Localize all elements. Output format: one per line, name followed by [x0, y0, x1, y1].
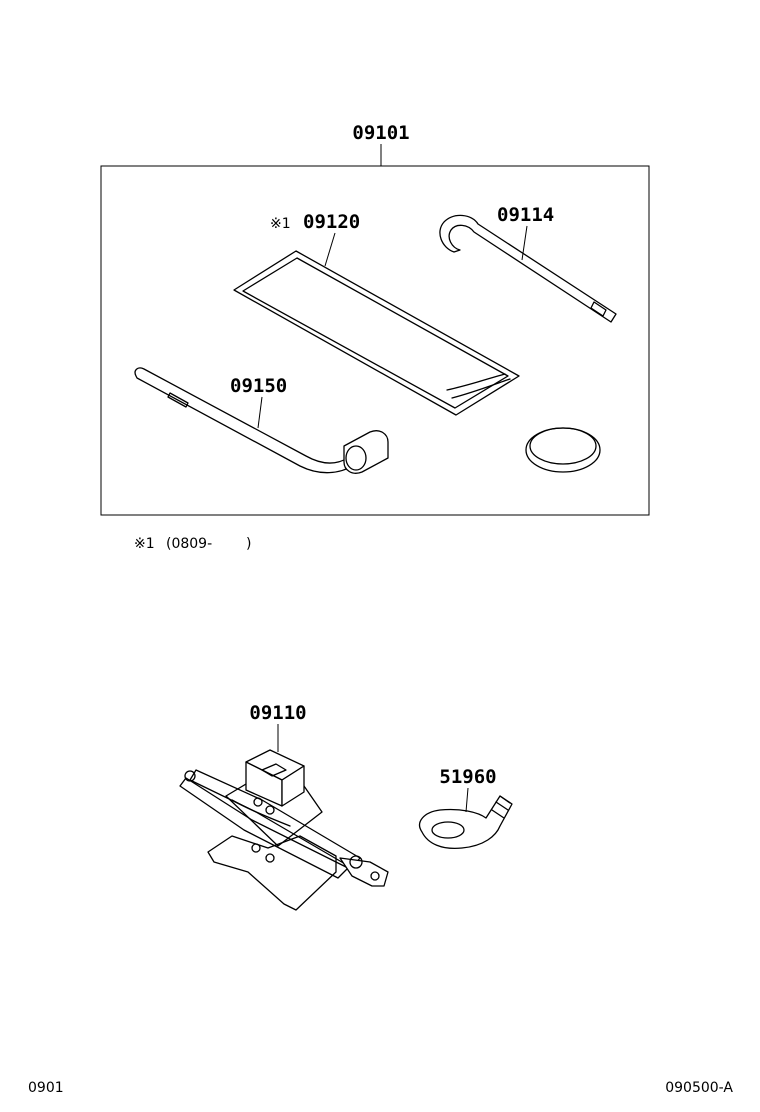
- jack-bolt-1: [253, 797, 263, 807]
- jack-handle: 09150: [134, 367, 389, 474]
- footnote-range: (0809-: [166, 536, 212, 552]
- handle-slot: [167, 392, 189, 408]
- jack-bolt-3: [251, 843, 261, 853]
- jack-screw-nut: [349, 855, 363, 869]
- bag-flap-edge: [451, 378, 511, 399]
- hook-body: [439, 214, 617, 323]
- footer-left-code: 0901: [28, 1080, 64, 1096]
- jack-end-pivot: [184, 770, 196, 782]
- towing-hook-tool: 09114: [439, 204, 617, 323]
- eyebolt-eye: [431, 821, 465, 839]
- towing-eye-bolt: 51960: [418, 766, 513, 850]
- jack-bolt-2: [265, 805, 275, 815]
- tool-bag: ※1 09120: [233, 211, 520, 416]
- bag-flap-fold: [446, 373, 506, 391]
- jack-lower-arm: [179, 777, 349, 879]
- jack-screw-eye: [339, 857, 389, 887]
- hook-leader-line: [521, 225, 528, 261]
- jack-screw-eye-hole: [370, 871, 380, 881]
- handle-socket-opening: [345, 445, 367, 471]
- eyebolt-leader-line: [465, 787, 469, 813]
- bag-part-number: 09120: [303, 211, 360, 233]
- eyebolt-thread: [491, 795, 511, 819]
- footer-right-code: 090500-A: [665, 1080, 733, 1096]
- rubber-ring: [525, 427, 601, 473]
- assembly-part-number: 09101: [352, 122, 409, 144]
- handle-leader-line: [257, 396, 263, 429]
- jack-saddle-front: [281, 765, 305, 807]
- bag-leader-line: [324, 232, 336, 267]
- jack-part-number: 09110: [249, 702, 306, 724]
- assembly-frame: [100, 165, 650, 516]
- footnote: ※1 (0809- ): [134, 536, 251, 552]
- handle-socket: [343, 430, 389, 474]
- handle-rod: [134, 367, 355, 474]
- scissor-jack: 09110: [179, 702, 389, 911]
- bag-marker: ※1: [270, 216, 291, 232]
- tool-kit-assembly: 09101: [100, 122, 650, 516]
- footnote-close: ): [246, 536, 251, 552]
- jack-gear-teeth: [231, 799, 291, 827]
- bag-outline: [233, 250, 520, 416]
- eyebolt-part-number: 51960: [439, 766, 496, 788]
- jack-saddle-groove: [261, 763, 287, 777]
- footnote-marker: ※1: [134, 536, 155, 552]
- hook-part-number: 09114: [497, 204, 554, 226]
- ring-inner: [529, 427, 597, 465]
- bag-inner-seam: [242, 257, 509, 409]
- hook-tip-detail: [590, 301, 607, 317]
- handle-part-number: 09150: [230, 375, 287, 397]
- jack-bolt-4: [265, 853, 275, 863]
